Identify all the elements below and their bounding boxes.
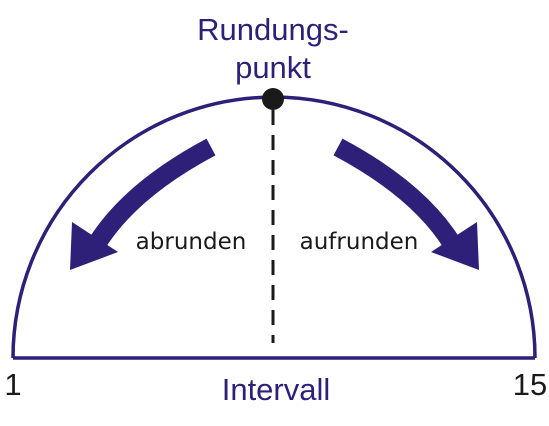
rounding-point-dot — [262, 88, 284, 110]
interval-end-label: 15 — [513, 367, 547, 402]
interval-start-label: 1 — [4, 367, 21, 402]
rounding-point-title-line2: punkt — [235, 50, 311, 85]
rounding-point-title-line1: Rundungs- — [197, 12, 349, 47]
round-down-label: abrunden — [136, 229, 247, 255]
round-down-arrow-icon — [70, 138, 216, 270]
round-up-arrow-icon — [333, 138, 479, 270]
round-up-label: aufrunden — [300, 229, 419, 255]
interval-label: Intervall — [222, 372, 331, 407]
